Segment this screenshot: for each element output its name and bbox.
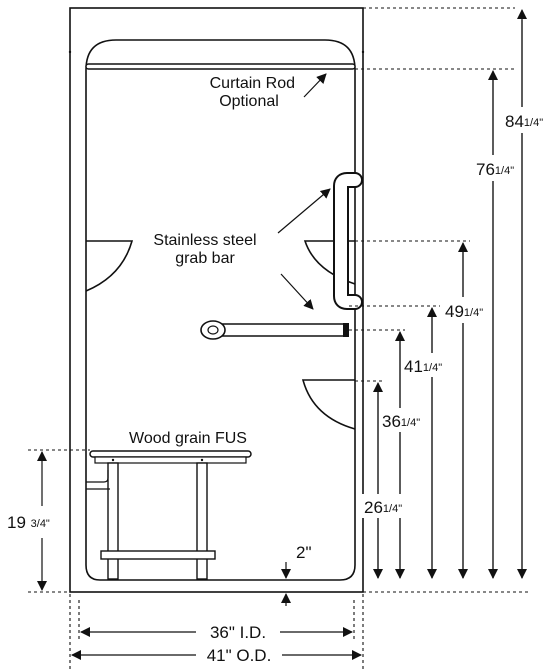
soap-dish-left bbox=[85, 240, 134, 292]
curtain-rod-label: Curtain Rod bbox=[210, 75, 295, 92]
dim-id-label: 36" I.D. bbox=[210, 623, 266, 642]
dim-od-label: 41" O.D. bbox=[207, 646, 272, 665]
grab-bar-leader-lower bbox=[280, 273, 314, 310]
soap-dish-right-lower bbox=[301, 379, 356, 430]
grab-bar-leader-upper bbox=[277, 188, 331, 234]
curtain-rod-leader bbox=[303, 73, 327, 98]
dim-41-label: 411/4" bbox=[404, 357, 442, 376]
curtain-rod bbox=[85, 63, 356, 70]
dim-2-label: 2" bbox=[296, 543, 312, 562]
grab-bar-label: Stainless steel bbox=[153, 232, 256, 249]
dim-76-label: 761/4" bbox=[476, 160, 514, 179]
outer-enclosure bbox=[69, 7, 364, 593]
seat-label: Wood grain FUS bbox=[129, 430, 247, 447]
curtain-rod-optional-label: Optional bbox=[219, 93, 279, 110]
dim-36-label: 361/4" bbox=[382, 412, 420, 431]
grab-bar-horizontal bbox=[212, 323, 348, 337]
dim-19-label: 19 3/4" bbox=[7, 513, 50, 532]
dim-49-label: 491/4" bbox=[445, 302, 483, 321]
grab-bar-label-2: grab bar bbox=[175, 250, 235, 267]
fold-up-seat bbox=[86, 450, 252, 580]
dim-26-label: 261/4" bbox=[364, 498, 402, 517]
inner-wall bbox=[85, 39, 356, 581]
dim-84-label: 841/4" bbox=[505, 112, 543, 131]
